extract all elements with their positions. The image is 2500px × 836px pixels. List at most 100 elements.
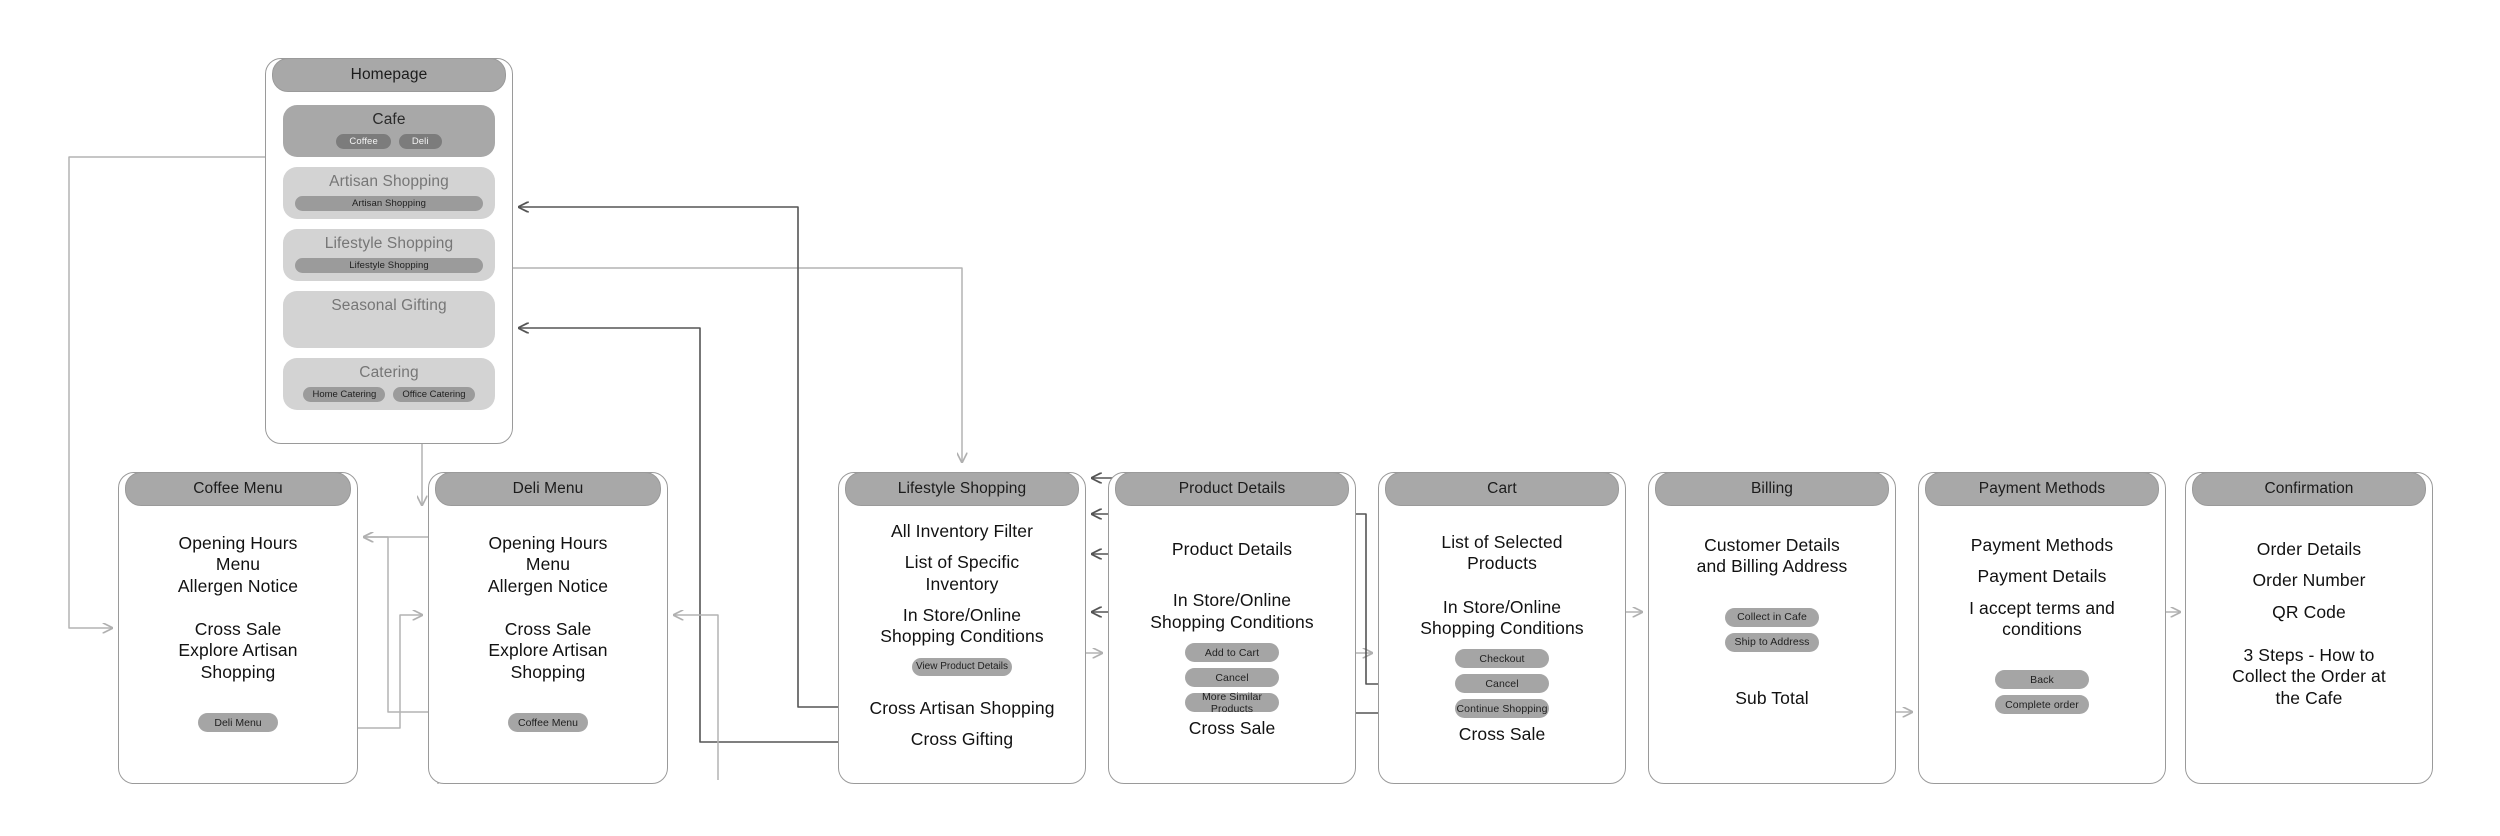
- payment-button-stack: Back Complete order: [1995, 670, 2089, 720]
- deli-explore-artisan: Explore Artisan: [488, 640, 608, 661]
- billing-header: Billing: [1655, 472, 1889, 506]
- homepage-header: Homepage: [272, 58, 506, 92]
- homepage-section-catering[interactable]: Catering Home Catering Office Catering: [283, 358, 495, 410]
- confirmation-header: Confirmation: [2192, 472, 2426, 506]
- deli-menu-button[interactable]: Deli Menu: [198, 713, 278, 733]
- homepage-section-lifestyle-shopping[interactable]: Lifestyle Shopping Lifestyle Shopping: [283, 229, 495, 281]
- section-title-lifestyle-shopping: Lifestyle Shopping: [324, 235, 454, 252]
- complete-order-button[interactable]: Complete order: [1995, 695, 2089, 715]
- coffee-menu-body: Opening Hours Menu Allergen Notice Cross…: [119, 507, 357, 783]
- steps-line2: Collect the Order at: [2232, 666, 2386, 687]
- coffee-menu-line: Menu: [215, 554, 261, 575]
- more-similar-products-button[interactable]: More Similar Products: [1185, 691, 1279, 715]
- wire-artisan-to-coffee-menu: [364, 537, 439, 784]
- cart-conditions-line1: In Store/Online: [1442, 596, 1562, 617]
- qr-code-line: QR Code: [2272, 601, 2346, 622]
- chip-home-catering[interactable]: Home Catering: [303, 387, 386, 402]
- payment-methods-card: Payment Methods Payment Methods Payment …: [1918, 472, 2166, 784]
- deli-menu-header: Deli Menu: [435, 472, 661, 506]
- list-of-specific-line2: Inventory: [925, 573, 999, 594]
- deli-opening-hours: Opening Hours: [488, 533, 608, 553]
- lifestyle-shopping-body: All Inventory Filter List of Specific In…: [839, 507, 1085, 783]
- cross-artisan-shopping-link[interactable]: Cross Artisan Shopping: [869, 697, 1055, 718]
- cart-button-stack: Checkout Cancel Continue Shopping: [1455, 649, 1549, 724]
- add-to-cart-button[interactable]: Add to Cart: [1185, 643, 1279, 663]
- pd-cross-sale: Cross Sale: [1188, 718, 1276, 739]
- cart-card: Cart List of Selected Products In Store/…: [1378, 472, 1626, 784]
- all-inventory-filter: All Inventory Filter: [890, 521, 1034, 541]
- terms-line2: conditions: [2002, 619, 2082, 640]
- steps-line3: the Cafe: [2275, 687, 2343, 708]
- terms-line1: I accept terms and: [1969, 597, 2115, 618]
- homepage-section-artisan-shopping[interactable]: Artisan Shopping Artisan Shopping: [283, 167, 495, 219]
- coffee-cross-sale: Cross Sale: [194, 619, 282, 640]
- coffee-allergen-notice: Allergen Notice: [177, 575, 299, 596]
- deli-menu-card: Deli Menu Opening Hours Menu Allergen No…: [428, 472, 668, 784]
- cafe-chip-row: Coffee Deli: [336, 134, 442, 149]
- chip-artisan-shopping[interactable]: Artisan Shopping: [295, 196, 483, 211]
- deli-menu-line: Menu: [525, 554, 571, 575]
- billing-body: Customer Details and Billing Address Col…: [1649, 507, 1895, 783]
- order-details-line: Order Details: [2256, 539, 2362, 559]
- pd-conditions-line1: In Store/Online: [1172, 590, 1292, 611]
- product-details-header: Product Details: [1115, 472, 1349, 506]
- order-number-line: Order Number: [2252, 570, 2366, 591]
- section-title-artisan-shopping: Artisan Shopping: [329, 173, 449, 190]
- pd-cancel-button[interactable]: Cancel: [1185, 668, 1279, 688]
- chip-deli[interactable]: Deli: [398, 134, 442, 149]
- wire-deli-to-coffee: [364, 537, 428, 713]
- wire-artisan-to-deli-menu: [674, 615, 719, 780]
- coffee-opening-hours: Opening Hours: [178, 533, 298, 553]
- section-title-cafe: Cafe: [372, 111, 406, 128]
- billing-card: Billing Customer Details and Billing Add…: [1648, 472, 1896, 784]
- product-details-title: Product Details: [1171, 539, 1293, 559]
- deli-shopping: Shopping: [510, 661, 586, 682]
- deli-allergen-notice: Allergen Notice: [487, 575, 609, 596]
- coffee-menu-button[interactable]: Coffee Menu: [508, 713, 588, 733]
- checkout-button[interactable]: Checkout: [1455, 649, 1549, 669]
- product-details-body: Product Details In Store/Online Shopping…: [1109, 507, 1355, 783]
- pd-conditions-line2: Shopping Conditions: [1150, 611, 1314, 632]
- billing-details-line2: and Billing Address: [1696, 556, 1848, 577]
- catering-chip-row: Home Catering Office Catering: [303, 387, 475, 402]
- billing-sub-total: Sub Total: [1735, 687, 1809, 708]
- lifestyle-conditions-line2: Shopping Conditions: [880, 626, 1044, 647]
- chip-lifestyle-shopping[interactable]: Lifestyle Shopping: [295, 258, 483, 273]
- collect-in-cafe-button[interactable]: Collect in Cafe: [1725, 607, 1819, 627]
- payment-details-title: Payment Details: [1977, 566, 2107, 587]
- cart-header: Cart: [1385, 472, 1619, 506]
- pd-button-stack: Add to Cart Cancel More Similar Products: [1185, 643, 1279, 718]
- wire-homepage-to-lifestyle: [513, 267, 962, 462]
- homepage-body: Cafe Coffee Deli Artisan Shopping Artisa…: [266, 93, 512, 443]
- continue-shopping-button[interactable]: Continue Shopping: [1455, 699, 1549, 719]
- view-product-details-button[interactable]: View Product Details: [912, 657, 1012, 676]
- payment-methods-title: Payment Methods: [1970, 535, 2114, 555]
- lifestyle-conditions-line1: In Store/Online: [902, 605, 1022, 626]
- deli-menu-body: Opening Hours Menu Allergen Notice Cross…: [429, 507, 667, 783]
- cart-cancel-button[interactable]: Cancel: [1455, 674, 1549, 694]
- cross-gifting-link[interactable]: Cross Gifting: [910, 729, 1014, 750]
- payment-methods-body: Payment Methods Payment Details I accept…: [1919, 507, 2165, 783]
- section-title-seasonal-gifting: Seasonal Gifting: [331, 297, 447, 314]
- lifestyle-shopping-header: Lifestyle Shopping: [845, 472, 1079, 506]
- deli-cross-sale: Cross Sale: [504, 619, 592, 640]
- coffee-menu-header: Coffee Menu: [125, 472, 351, 506]
- billing-button-stack: Collect in Cafe Ship to Address: [1725, 607, 1819, 658]
- confirmation-card: Confirmation Order Details Order Number …: [2185, 472, 2433, 784]
- cart-body: List of Selected Products In Store/Onlin…: [1379, 507, 1625, 783]
- ship-to-address-button[interactable]: Ship to Address: [1725, 632, 1819, 652]
- chip-coffee[interactable]: Coffee: [336, 134, 391, 149]
- cart-conditions-line2: Shopping Conditions: [1420, 618, 1584, 639]
- cart-cross-sale: Cross Sale: [1458, 724, 1546, 745]
- homepage-section-cafe[interactable]: Cafe Coffee Deli: [283, 105, 495, 157]
- coffee-shopping: Shopping: [200, 661, 276, 682]
- back-button[interactable]: Back: [1995, 670, 2089, 690]
- homepage-card: Homepage Cafe Coffee Deli Artisan Shoppi…: [265, 58, 513, 444]
- chip-office-catering[interactable]: Office Catering: [393, 387, 475, 402]
- cart-products-line2: Products: [1467, 553, 1537, 574]
- homepage-section-seasonal-gifting[interactable]: Seasonal Gifting: [283, 291, 495, 348]
- product-details-card: Product Details Product Details In Store…: [1108, 472, 1356, 784]
- coffee-menu-card: Coffee Menu Opening Hours Menu Allergen …: [118, 472, 358, 784]
- confirmation-body: Order Details Order Number QR Code 3 Ste…: [2186, 507, 2432, 783]
